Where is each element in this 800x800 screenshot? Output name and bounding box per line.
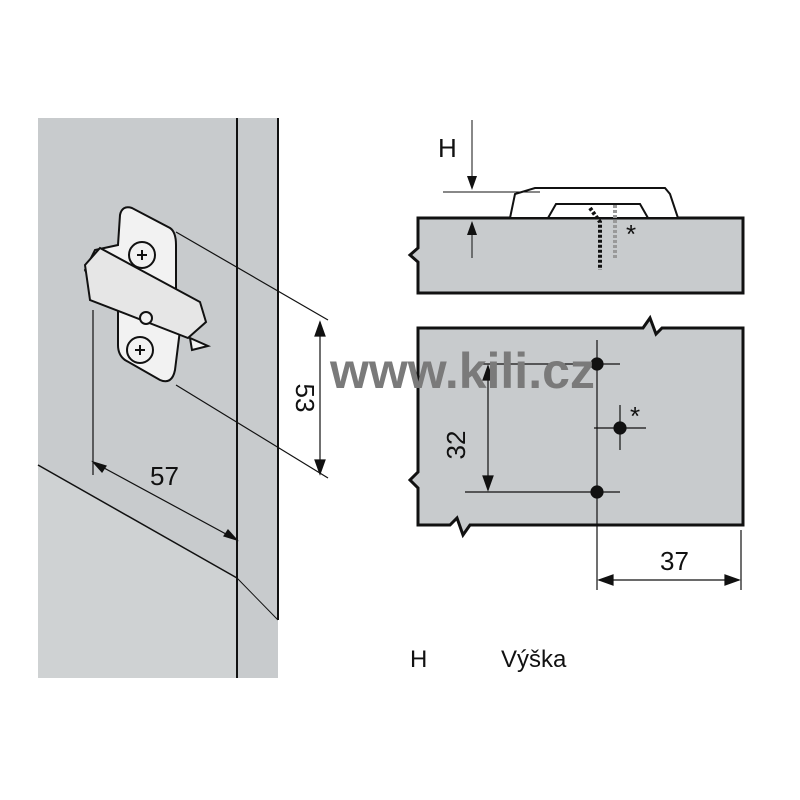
dimension-53-label: 53 [290, 384, 320, 413]
asterisk-plan: * [630, 401, 640, 431]
dimension-53: 53 [175, 231, 329, 479]
dimension-h-label: H [438, 133, 457, 163]
legend-meaning: Výška [501, 646, 567, 673]
legend-symbol: H [410, 646, 427, 673]
watermark: www.kili.cz [329, 343, 595, 399]
dimension-57-label: 57 [150, 461, 179, 491]
asterisk-section: * [626, 219, 636, 249]
mounting-plate-illustration [83, 206, 212, 383]
cabinet-perspective-view [37, 118, 279, 678]
plan-view: 32 * 37 [407, 314, 745, 590]
legend: H Výška [410, 646, 567, 673]
dimension-57: 57 [91, 310, 239, 542]
section-view: * H [407, 120, 745, 295]
dimension-32-label: 32 [441, 431, 471, 460]
dimension-37-label: 37 [660, 546, 689, 576]
